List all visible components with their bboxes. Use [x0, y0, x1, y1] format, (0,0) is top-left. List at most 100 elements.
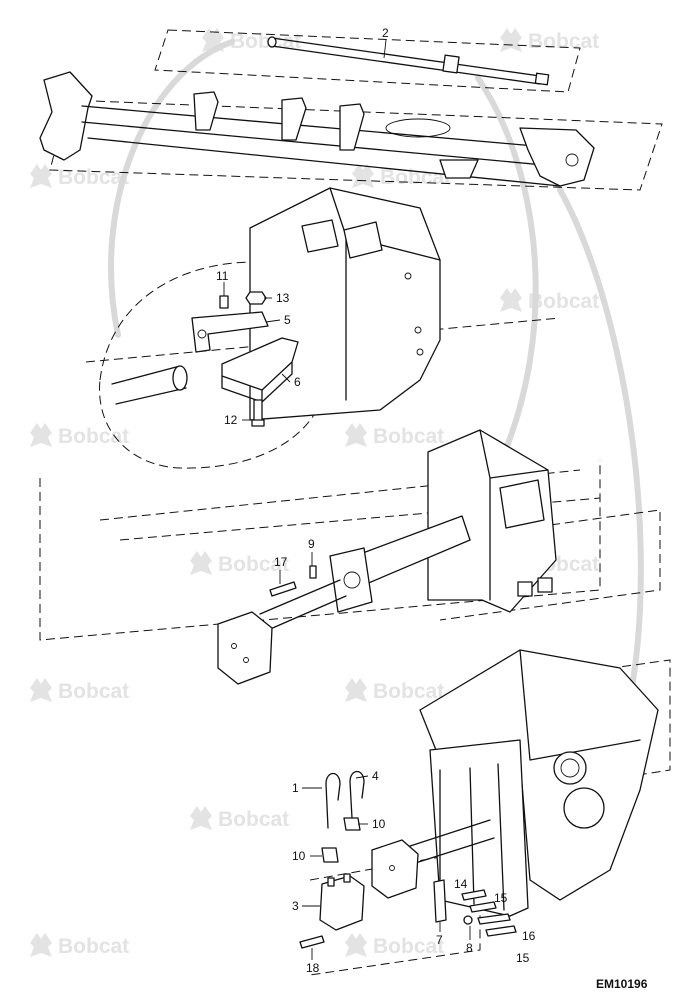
callout-4: 4 — [372, 769, 379, 783]
bobcat-logo-icon — [30, 423, 52, 447]
cylinder-rod — [259, 579, 347, 631]
watermark-text: Bobcat — [528, 30, 599, 53]
leader-5 — [265, 319, 281, 323]
inner-boom-plate — [499, 479, 545, 529]
part-tube-4 — [349, 770, 365, 819]
watermark-text: Bobcat — [218, 808, 289, 831]
leader-lines — [223, 39, 471, 960]
watermark-14: Bobcat — [30, 933, 129, 958]
rail-left-bracket — [39, 71, 93, 161]
bobcat-logo-icon — [190, 551, 212, 575]
outer-boom-clip-2 — [343, 221, 383, 259]
part-bolt-15-lower — [485, 925, 517, 937]
bobcat-logo-icon — [345, 933, 367, 957]
bobcat-logo-icon — [30, 164, 52, 188]
callout-5: 5 — [284, 313, 291, 327]
part-bolt-17 — [269, 581, 297, 597]
detail-rod — [111, 365, 187, 405]
rail-oval-cutout — [385, 118, 451, 138]
bobcat-logo-icon — [345, 423, 367, 447]
outer-boom-body — [249, 187, 441, 421]
rail-clip-2 — [281, 97, 307, 141]
part-washer-9 — [309, 565, 317, 579]
tube-end-right — [534, 72, 550, 86]
cylinder-flange-hole — [343, 571, 361, 589]
inner-boom-slot-1 — [517, 581, 533, 597]
part-bolt-14 — [461, 889, 487, 901]
lower-end-hole — [389, 865, 395, 871]
outer-boom-hole-1 — [404, 272, 412, 280]
cylinder-end-hole-1 — [231, 643, 237, 649]
watermark-15: Bobcat — [345, 933, 444, 958]
part-wear-pad-6-edge — [221, 361, 293, 403]
hydraulic-lines — [299, 770, 517, 949]
bobcat-logo-icon — [352, 164, 374, 188]
part-bracket-5 — [191, 311, 269, 353]
tube-body — [271, 37, 541, 85]
base-mount-frame — [429, 739, 529, 917]
part-bolt-15-upper — [469, 901, 497, 913]
outer-boom-clip-1 — [301, 219, 339, 253]
callout-8: 8 — [466, 941, 473, 955]
lower-rod — [403, 819, 495, 867]
callout-1: 1 — [292, 781, 299, 795]
detail-rod-end — [172, 365, 188, 391]
frame-boom-right — [439, 509, 661, 621]
rail-pin-hole — [565, 153, 579, 167]
callout-18: 18 — [306, 961, 320, 975]
base-boom-pivot-inner — [560, 758, 580, 778]
lower-cylinder-end — [371, 819, 495, 899]
part-valve-port-2 — [343, 873, 351, 883]
inner-boom-frame-edge — [479, 429, 549, 601]
inner-boom-frame — [427, 429, 557, 613]
rail-plate — [439, 159, 479, 179]
callout-7: 7 — [436, 933, 443, 947]
frame-tube — [154, 29, 581, 93]
watermark-text: Bobcat — [373, 425, 444, 448]
rail-right-bracket — [519, 127, 595, 187]
part-fitting-10-lower — [321, 847, 339, 863]
part-tube-1 — [325, 772, 341, 829]
callout-14: 14 — [454, 877, 468, 891]
watermark-text: Bobcat — [373, 680, 444, 703]
cylinder-end-block — [217, 611, 273, 685]
watermark-text: Bobcat — [58, 425, 129, 448]
leader-4 — [355, 775, 369, 779]
base-boom-pivot — [553, 751, 587, 785]
bobcat-logo-icon — [30, 933, 52, 957]
part-bolt-12 — [251, 399, 265, 427]
callout-6: 6 — [294, 375, 301, 389]
callout-9: 9 — [308, 537, 315, 551]
tube-end-left — [267, 36, 277, 48]
rail-clip-3 — [339, 103, 365, 151]
watermark-7: Bobcat — [345, 423, 444, 448]
watermark-text: Bobcat — [380, 166, 451, 189]
watermark-11: Bobcat — [345, 678, 444, 703]
bobcat-logo-icon — [500, 28, 522, 52]
callout-3: 3 — [292, 899, 299, 913]
flow-arc-left — [108, 39, 235, 338]
part-bolt-16 — [477, 913, 511, 925]
watermark-12: Bobcat — [190, 806, 289, 831]
part-bracket-5-hole — [197, 329, 207, 339]
bobcat-logo-icon — [30, 678, 52, 702]
detail-wear-pad — [111, 291, 299, 427]
tube-collar — [442, 54, 460, 74]
callout-10-left: 10 — [292, 849, 306, 863]
callout-12: 12 — [224, 413, 238, 427]
part-fitting-10-upper — [343, 817, 361, 831]
watermark-5: Bobcat — [500, 288, 599, 313]
watermark-3: Bobcat — [30, 164, 129, 189]
part-tube — [267, 36, 550, 86]
watermark-6: Bobcat — [30, 423, 129, 448]
base-mount-frame-edge — [439, 763, 505, 911]
bobcat-logo-icon — [345, 678, 367, 702]
figure-id: EM10196 — [596, 977, 648, 991]
callout-15-upper: 15 — [494, 891, 508, 905]
watermark-4: Bobcat — [352, 164, 451, 189]
cylinder-flange — [329, 547, 373, 613]
cylinder-end-hole-2 — [243, 657, 249, 663]
part-bolt-11 — [219, 295, 229, 309]
